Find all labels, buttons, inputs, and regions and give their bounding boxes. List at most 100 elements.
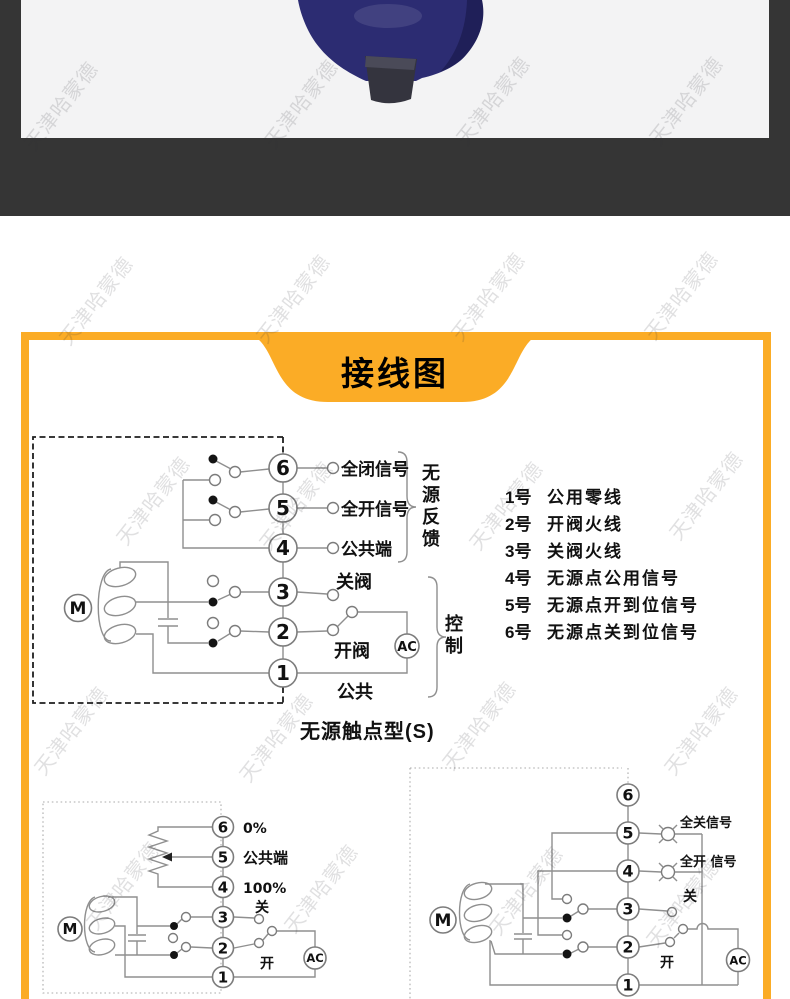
terminal-note-desc: 开阀火线 (547, 515, 623, 534)
terminal-number: 2 (218, 940, 228, 958)
terminal-note-number: 5号 (505, 596, 532, 615)
switch-contacts (167, 911, 278, 959)
terminal-node (211, 965, 235, 989)
product-photo (298, 0, 484, 104)
label-open: 开 (260, 956, 274, 972)
product-photo-area (21, 0, 769, 138)
terminal-column: 6 5 4 3 2 1 (616, 783, 640, 997)
ac-label: AC (397, 640, 417, 655)
terminal-number: 1 (622, 976, 633, 995)
potentiometer (146, 826, 212, 888)
main-wiring-diagram: M AC (32, 436, 447, 704)
motor-label: M (63, 920, 78, 938)
terminal-node (616, 897, 640, 921)
wires (108, 826, 316, 978)
feedback-group-label: 无源反馈 (420, 463, 440, 551)
terminal-note-desc: 公用零线 (547, 488, 623, 507)
terminal-number: 6 (218, 819, 228, 837)
motor-circle: M (57, 916, 83, 942)
capacitor (128, 934, 146, 942)
actuator-body-highlight (354, 4, 422, 28)
terminal-number: 5 (218, 849, 228, 867)
bottom-right-diagram: M AC 6 5 (409, 767, 751, 999)
bottom-left-diagram: M AC 6 5 4 (42, 801, 327, 994)
wires (119, 453, 408, 687)
label-open: 开 (660, 955, 674, 971)
label-close: 关 (683, 888, 697, 905)
label-closed-signal: 全闭信号 (340, 459, 409, 480)
wiring-title-tab (240, 332, 550, 402)
label-close: 关 (255, 899, 269, 916)
wiper-arrow (162, 852, 172, 862)
terminal-number: 1 (276, 661, 290, 685)
terminal-note-desc: 无源点公用信号 (547, 569, 680, 588)
terminal-number: 6 (276, 456, 290, 480)
ac-circle: AC (394, 633, 420, 659)
terminal-number: 5 (276, 496, 290, 520)
terminal-node (268, 577, 298, 607)
terminal-note-row: 2号开阀火线 (505, 511, 699, 538)
terminal-node (211, 875, 235, 899)
control-brace (427, 576, 447, 698)
label-close-valve: 关阀 (336, 571, 372, 593)
motor-winding (458, 881, 493, 944)
terminal-note-number: 6号 (505, 623, 532, 642)
terminal-number: 4 (276, 536, 290, 560)
terminal-note-row: 6号无源点关到位信号 (505, 619, 699, 646)
label-common-terminal: 公共端 (341, 539, 392, 560)
motor-circle: M (429, 906, 457, 934)
label-full-close-signal: 全关信号 (679, 815, 732, 831)
motor-winding (83, 895, 116, 956)
signal-lamp-icon (658, 862, 678, 882)
terminal-node (268, 453, 298, 483)
terminal-note-number: 1号 (505, 488, 532, 507)
terminal-column: 6 5 4 3 2 1 (211, 815, 235, 989)
terminal-note-row: 5号无源点开到位信号 (505, 592, 699, 619)
actuator-stem-band (365, 56, 416, 70)
terminal-node (211, 905, 235, 929)
terminal-note-row: 4号无源点公用信号 (505, 565, 699, 592)
terminal-number: 3 (218, 909, 228, 927)
label-open-signal: 全开信号 (340, 499, 409, 520)
terminal-number: 5 (622, 824, 633, 843)
actuator-body (298, 0, 484, 81)
ac-circle: AC (725, 947, 751, 973)
motor-winding (97, 566, 137, 645)
ac-label: AC (306, 951, 323, 965)
terminal-number: 1 (218, 969, 228, 987)
feedback-brace (397, 451, 417, 563)
capacitor (514, 933, 532, 940)
terminal-number: 4 (622, 862, 633, 881)
motor-label: M (70, 599, 87, 619)
terminal-column: 6 5 4 3 2 1 (268, 453, 298, 688)
dashed-enclosure (32, 436, 284, 704)
label-full-open-signal: 全开 信号 (679, 854, 737, 870)
motor-circle: M (63, 593, 93, 623)
terminal-node (616, 783, 640, 807)
terminal-node (268, 533, 298, 563)
terminal-node (616, 821, 640, 845)
label-100-percent: 100% (243, 881, 286, 897)
label-common-terminal: 公共端 (243, 849, 288, 867)
terminal-node (211, 845, 235, 869)
capacitor (158, 618, 178, 627)
terminal-node (616, 935, 640, 959)
dotted-enclosure (409, 767, 629, 999)
terminal-node (211, 936, 235, 960)
terminal-number: 6 (622, 786, 633, 805)
terminal-note-row: 3号关阀火线 (505, 538, 699, 565)
wiring-diagrams: M AC (32, 436, 751, 999)
terminal-note-desc: 无源点关到位信号 (547, 623, 699, 642)
label-0-percent: 0% (243, 821, 267, 837)
terminal-node (211, 815, 235, 839)
wires (485, 784, 739, 996)
switch-contacts (206, 454, 359, 648)
signal-lamp-icon (658, 824, 678, 844)
terminal-node (268, 617, 298, 647)
terminal-number: 2 (622, 938, 633, 957)
actuator-body-shadow (440, 0, 484, 72)
terminal-node (268, 658, 298, 688)
terminal-number: 2 (276, 620, 290, 644)
ac-circle: AC (303, 946, 327, 970)
